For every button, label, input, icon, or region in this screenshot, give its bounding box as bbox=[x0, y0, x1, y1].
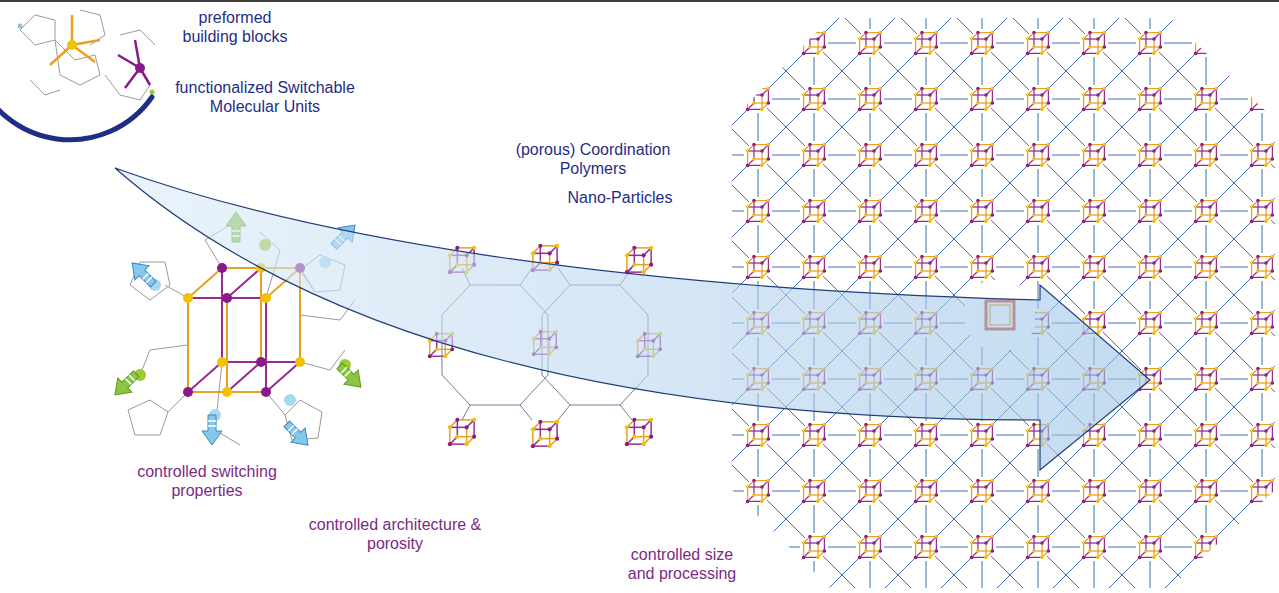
switch-arrows bbox=[108, 367, 143, 402]
building-block-molecules bbox=[20, 15, 55, 45]
stage-label: Nano-Particles bbox=[545, 188, 695, 207]
stage-label: (porous) Coordination Polymers bbox=[513, 140, 673, 178]
switch-arrows bbox=[284, 394, 296, 406]
building-block-molecules bbox=[120, 30, 155, 45]
building-block-molecules bbox=[20, 10, 155, 100]
building-block-molecules bbox=[80, 10, 105, 45]
feature-label: controlled size and processing bbox=[618, 545, 746, 583]
stage-label: functionalized Switchable Molecular Unit… bbox=[163, 78, 368, 116]
molecular-unit bbox=[261, 293, 271, 303]
molecular-unit bbox=[256, 357, 266, 367]
molecular-unit bbox=[295, 357, 305, 367]
building-block-molecules bbox=[30, 80, 60, 95]
molecular-unit bbox=[165, 268, 315, 415]
molecular-unit bbox=[183, 293, 193, 303]
building-block-molecules bbox=[118, 40, 150, 88]
feature-label: controlled switching properties bbox=[132, 462, 282, 500]
molecular-unit bbox=[217, 263, 227, 273]
building-block-molecules bbox=[105, 75, 150, 100]
building-block-molecules bbox=[18, 24, 23, 29]
molecular-unit bbox=[183, 387, 193, 397]
building-block-molecules bbox=[50, 15, 100, 65]
coordination-polymer bbox=[462, 405, 632, 420]
building-block-molecules bbox=[0, 74, 152, 140]
coordination-polymer bbox=[625, 246, 653, 274]
molecular-unit bbox=[222, 387, 232, 397]
molecular-unit bbox=[183, 263, 305, 397]
switch-arrows bbox=[333, 359, 368, 394]
molecular-unit bbox=[128, 400, 168, 435]
stage-label: preformed building blocks bbox=[173, 8, 298, 46]
molecular-unit bbox=[140, 300, 355, 375]
coordination-polymer bbox=[625, 418, 653, 446]
process-arrow bbox=[115, 168, 1150, 470]
building-block-molecules bbox=[118, 40, 150, 88]
molecular-unit bbox=[217, 357, 227, 367]
molecular-unit bbox=[227, 268, 261, 392]
feature-label: controlled architecture & porosity bbox=[305, 515, 485, 553]
building-block-molecules bbox=[55, 40, 100, 85]
top-rule bbox=[0, 0, 1279, 2]
building-block-molecules bbox=[150, 90, 155, 95]
molecular-unit bbox=[222, 293, 232, 303]
switch-arrows bbox=[125, 256, 160, 291]
coordination-polymer bbox=[531, 420, 559, 448]
switch-arrows bbox=[202, 415, 222, 445]
molecular-unit bbox=[188, 268, 300, 392]
building-block-molecules bbox=[135, 63, 145, 73]
building-block-molecules bbox=[50, 15, 100, 65]
building-block-molecules bbox=[0, 10, 155, 140]
molecular-unit bbox=[261, 387, 271, 397]
molecular-unit bbox=[227, 268, 261, 392]
coordination-polymer bbox=[448, 418, 476, 446]
switch-arrows bbox=[280, 417, 315, 452]
building-block-molecules bbox=[67, 40, 77, 50]
